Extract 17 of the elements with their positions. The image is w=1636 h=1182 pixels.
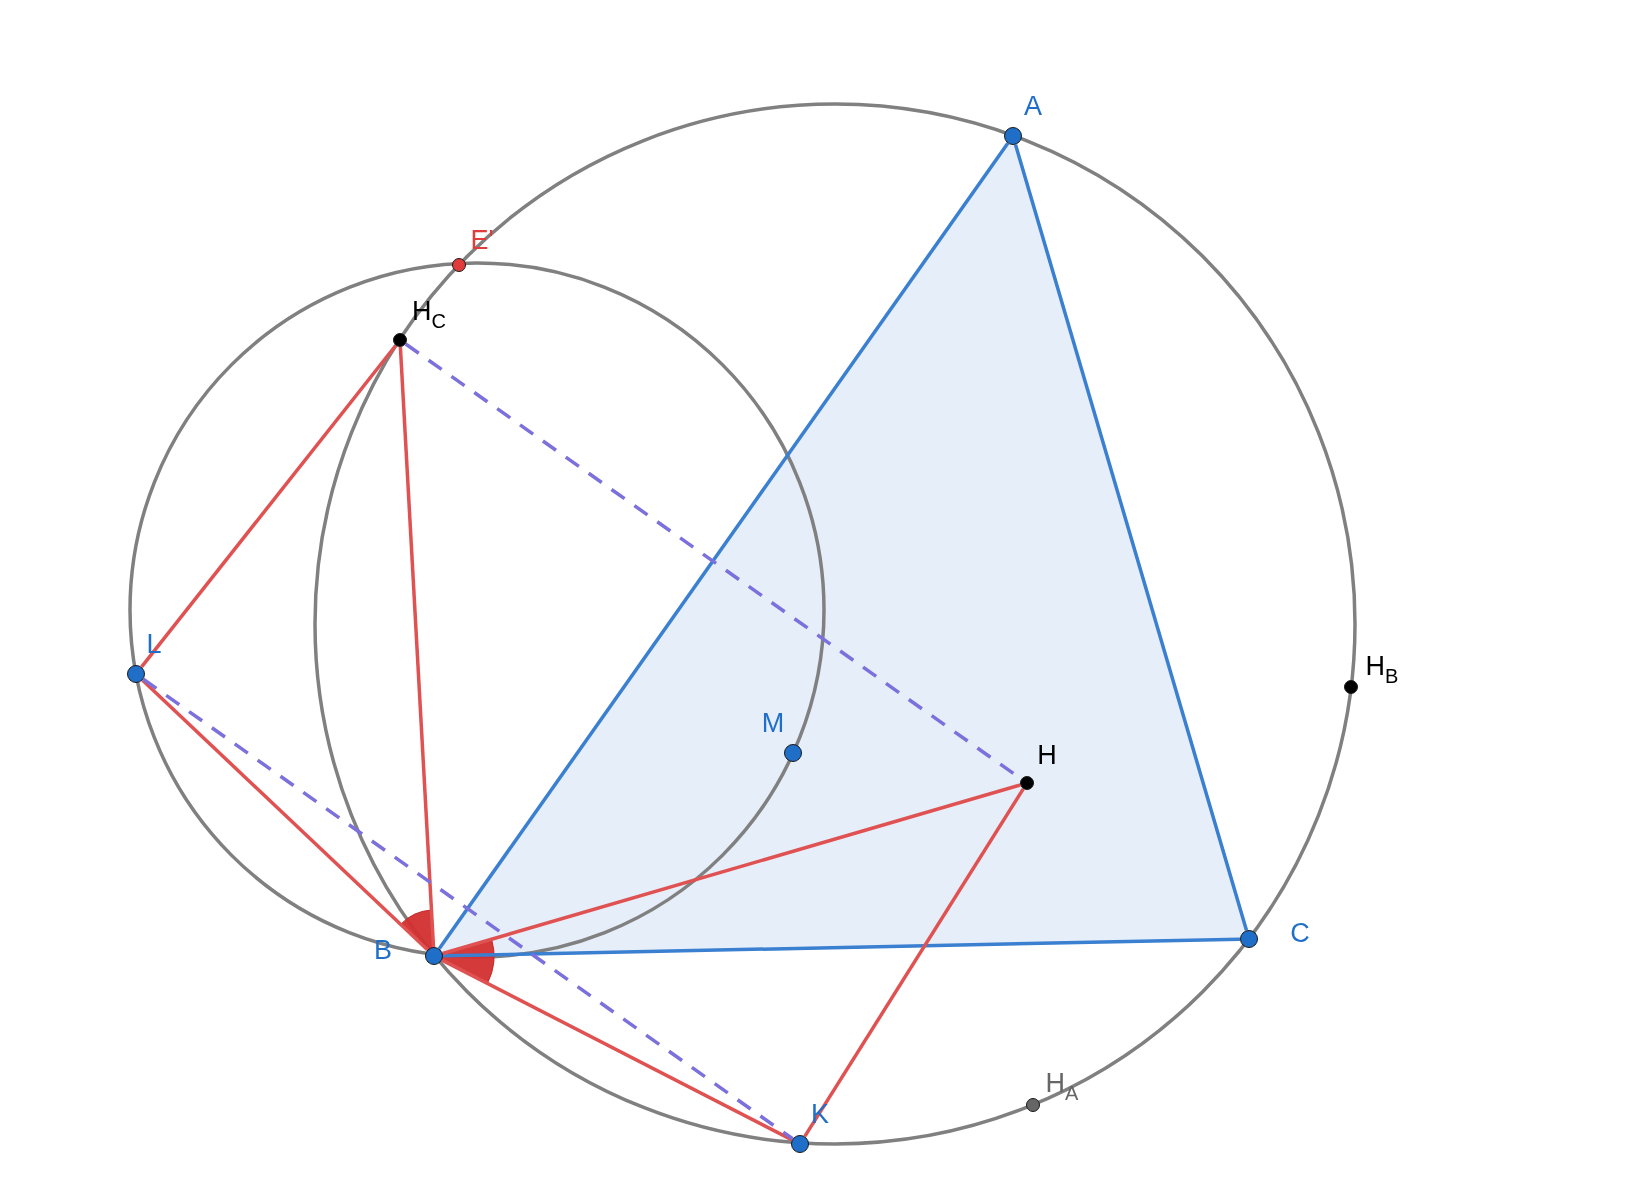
point-label: H$_{B}$ (1365, 652, 1399, 686)
segment (1013, 144, 1249, 931)
point-label: A (1024, 92, 1042, 120)
segment (398, 346, 436, 948)
point-label: H (1037, 741, 1057, 769)
segment (441, 958, 793, 1142)
segment (442, 937, 1241, 958)
segment (140, 344, 398, 669)
segment (803, 788, 1025, 1138)
segment (141, 678, 429, 952)
segment (437, 142, 1010, 950)
dashed-segment (142, 677, 794, 1141)
point-label: C (1290, 919, 1310, 947)
point-label: H$_{A}$ (1045, 1069, 1079, 1103)
segment (442, 783, 1021, 956)
point-label: M (761, 709, 785, 737)
point-label: H$_{C}$ (412, 297, 446, 331)
